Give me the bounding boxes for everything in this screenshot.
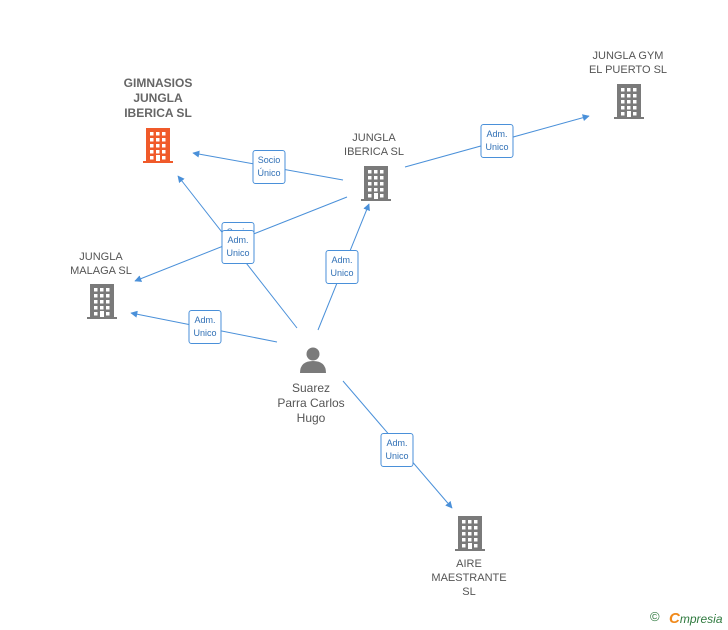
node-label-aire[interactable]: AIRE MAESTRANTE SL bbox=[431, 558, 507, 598]
node-label-gimnasios[interactable]: GIMNASIOS JUNGLA IBERICA SL bbox=[123, 76, 193, 120]
edge-label[interactable]: Adm. Unico bbox=[480, 124, 514, 158]
node-label-jungla-iberica[interactable]: JUNGLA IBERICA SL bbox=[344, 132, 404, 158]
copyright-icon: © bbox=[650, 609, 660, 624]
building-icon[interactable] bbox=[455, 516, 485, 551]
focus-building-icon[interactable] bbox=[143, 128, 173, 163]
person-icon[interactable] bbox=[300, 347, 326, 374]
node-label-suarez[interactable]: Suarez Parra Carlos Hugo bbox=[277, 381, 345, 425]
edge-label[interactable]: Adm. Unico bbox=[188, 310, 222, 344]
node-label-jungla-malaga[interactable]: JUNGLA MALAGA SL bbox=[70, 251, 132, 277]
node-label-jungla-gym[interactable]: JUNGLA GYM EL PUERTO SL bbox=[588, 50, 668, 76]
edge-label[interactable]: Adm. Unico bbox=[221, 230, 255, 264]
brand-logo: Cmpresia bbox=[669, 610, 723, 627]
building-icon[interactable] bbox=[87, 284, 117, 319]
building-icon[interactable] bbox=[361, 166, 391, 201]
edge-label[interactable]: Adm. Unico bbox=[325, 250, 359, 284]
building-icon[interactable] bbox=[614, 84, 644, 119]
edge-label[interactable]: Socio Único bbox=[252, 150, 286, 184]
edge-label[interactable]: Adm. Unico bbox=[380, 433, 414, 467]
